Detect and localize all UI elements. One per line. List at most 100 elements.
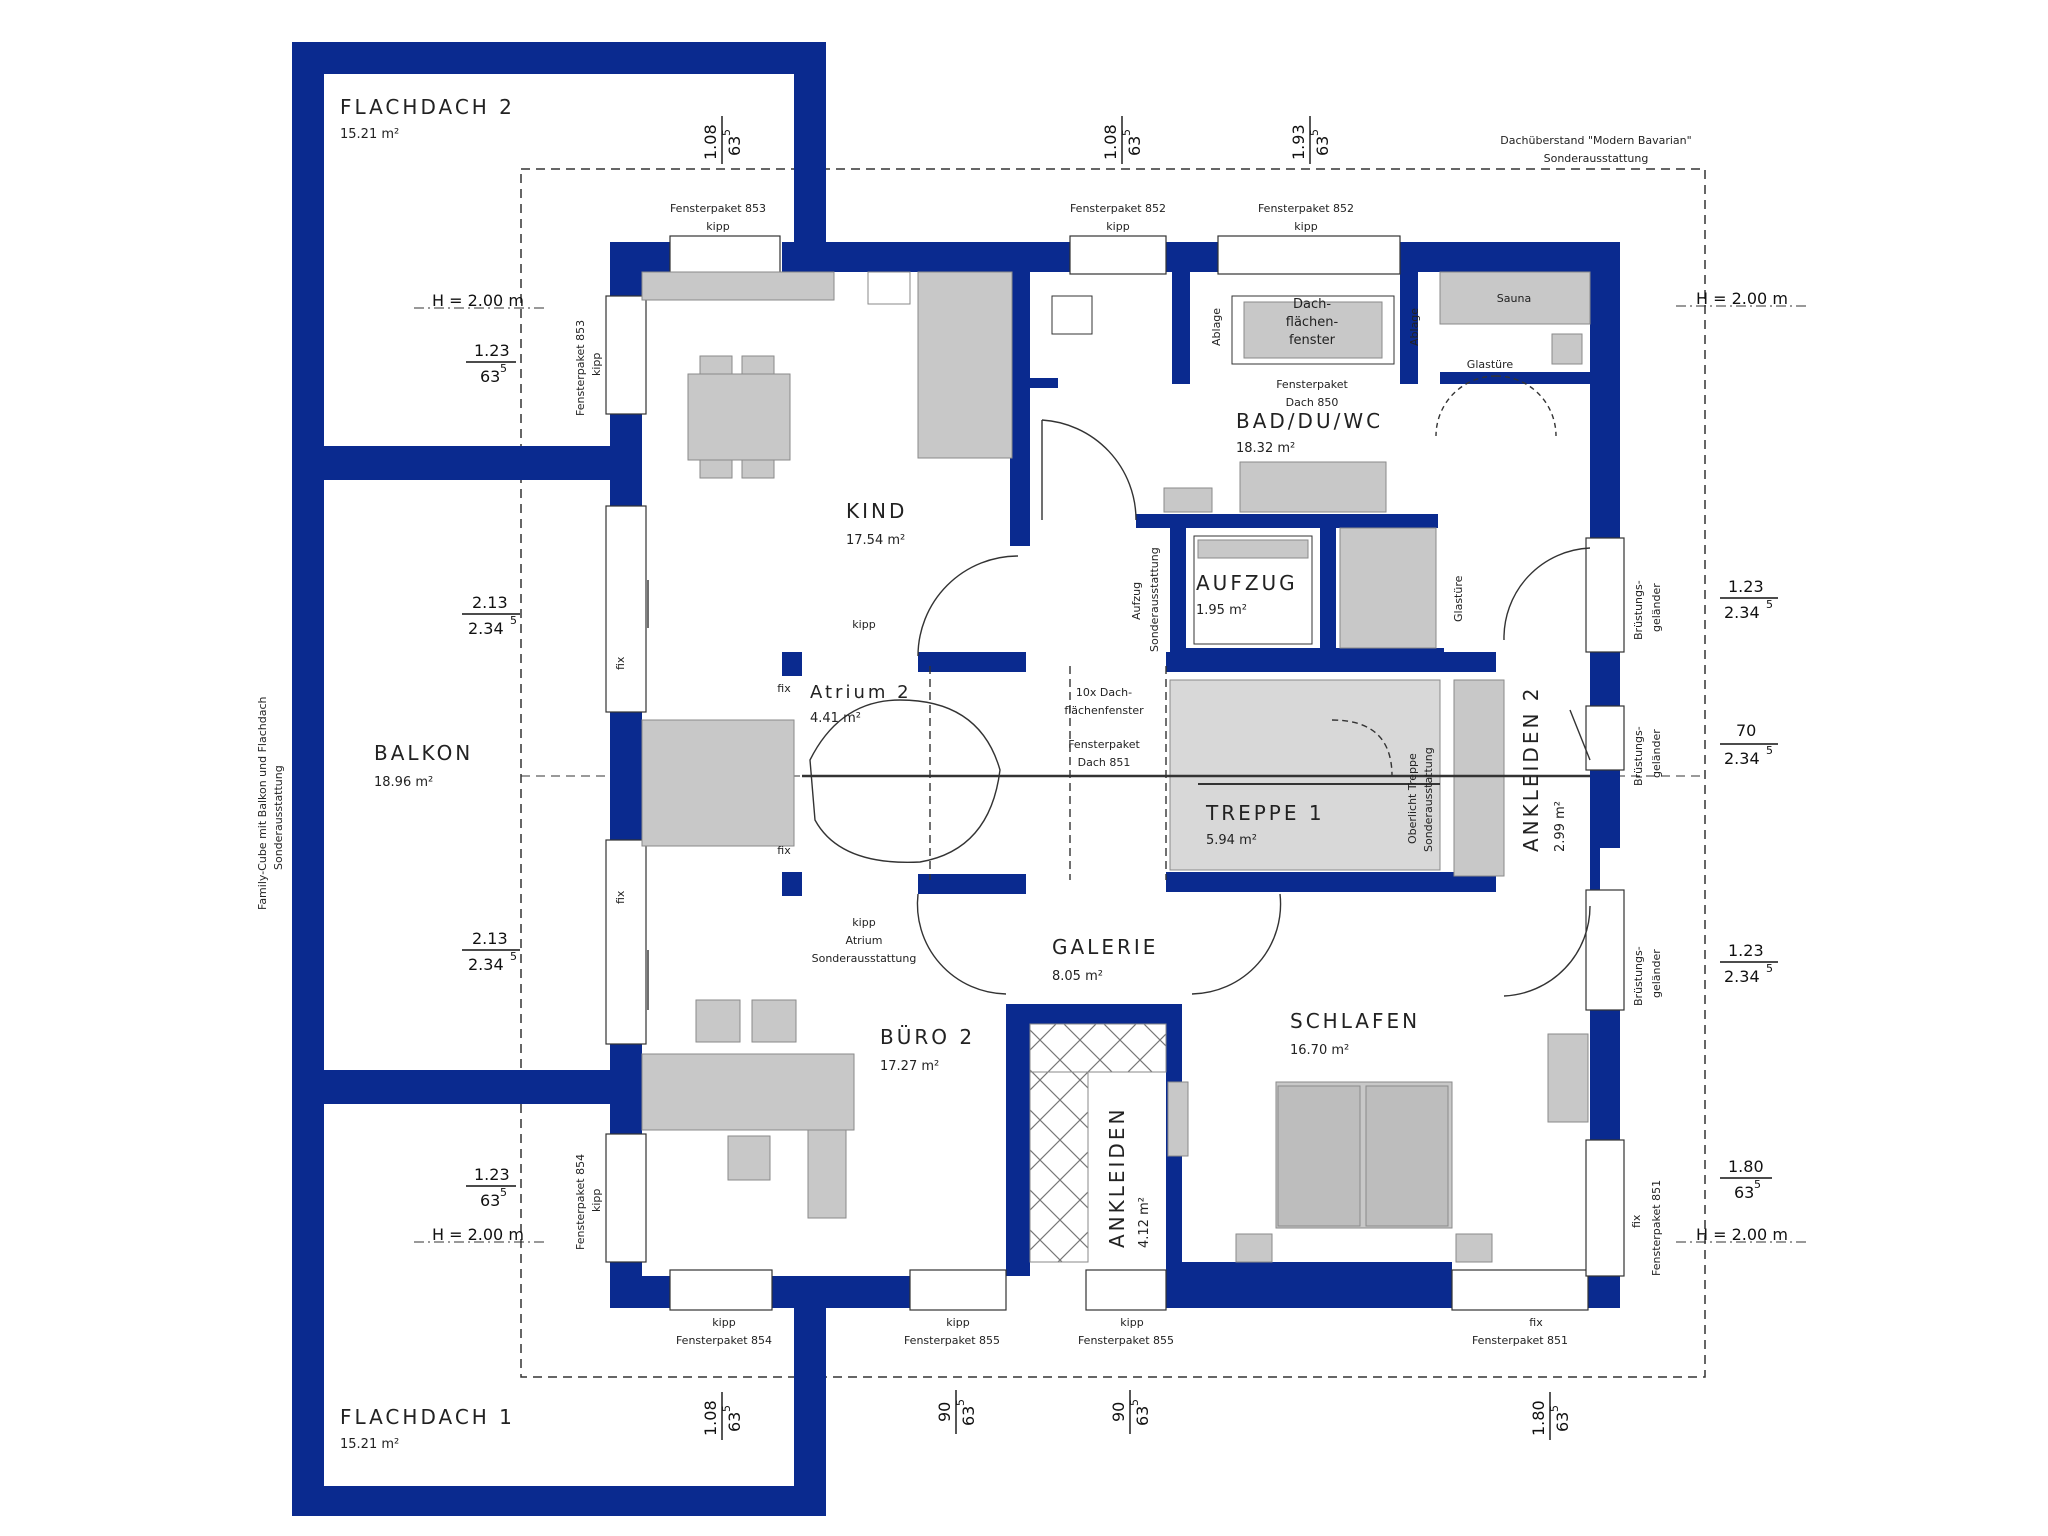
railing-label: geländer xyxy=(1650,583,1663,632)
room-labels: FLACHDACH 2 15.21 m² FLACHDACH 1 15.21 m… xyxy=(340,95,1568,1452)
main-walls xyxy=(610,242,1620,1308)
window-label: Fensterpaket 851 xyxy=(1650,1180,1663,1276)
left-wing-walls xyxy=(292,42,826,1516)
room-name: BALKON xyxy=(374,741,473,765)
window-label: fix xyxy=(777,682,791,695)
window-label: kipp xyxy=(712,1316,735,1329)
sauna-label: Sauna xyxy=(1497,292,1531,305)
room-area: 4.41 m² xyxy=(810,711,861,726)
roof-window-label: Dach- xyxy=(1293,297,1331,312)
height-label: H = 2.00 m xyxy=(432,291,524,310)
dimension-value: 1.23 xyxy=(1728,941,1764,960)
window-label: Fensterpaket 852 xyxy=(1070,202,1166,215)
room-name: ANKLEIDEN 2 xyxy=(1519,685,1543,852)
height-label: H = 2.00 m xyxy=(1696,1225,1788,1244)
dimension-value: 5 xyxy=(1120,129,1133,136)
glastuere-label: Glastüre xyxy=(1467,358,1514,371)
door-swings xyxy=(647,375,1591,1010)
room-name: KIND xyxy=(846,499,907,523)
dimension-value: 5 xyxy=(500,1186,507,1199)
roof-overhang-note: Dachüberstand "Modern Bavarian" xyxy=(1500,134,1691,147)
dimension-value: 2.34 xyxy=(1724,603,1760,622)
room-name: TREPPE 1 xyxy=(1205,801,1325,825)
dimension-value: 2.13 xyxy=(472,929,508,948)
dimension-value: 5 xyxy=(1766,962,1773,975)
window-label: fix xyxy=(614,656,627,670)
window-label: kipp xyxy=(706,220,729,233)
dimension-value: 1.08 xyxy=(701,124,720,160)
glastuere-label: Glastüre xyxy=(1452,575,1465,622)
room-name: BÜRO 2 xyxy=(880,1025,975,1049)
dimension-value: 5 xyxy=(500,362,507,375)
room-area: 2.99 m² xyxy=(1553,801,1568,852)
dimension-value: 1.80 xyxy=(1529,1400,1548,1436)
window-label: Fensterpaket 851 xyxy=(1472,1334,1568,1347)
window-label: fix xyxy=(777,844,791,857)
dimension-value: 63 xyxy=(1734,1183,1754,1202)
dimension-value: 1.23 xyxy=(474,341,510,360)
railing-label: geländer xyxy=(1650,949,1663,998)
dimension-value: 70 xyxy=(1736,721,1756,740)
window-label: kipp xyxy=(1294,220,1317,233)
window-label: Fensterpaket 855 xyxy=(1078,1334,1174,1347)
dimension-value: 90 xyxy=(935,1402,954,1422)
dimension-value: 63 xyxy=(1553,1412,1572,1432)
height-label: H = 2.00 m xyxy=(1696,289,1788,308)
dimension-value: 63 xyxy=(725,136,744,156)
dimension-value: 63 xyxy=(1125,136,1144,156)
window-label: kipp xyxy=(1120,1316,1143,1329)
window-label: kipp xyxy=(1106,220,1129,233)
railing-label: geländer xyxy=(1650,729,1663,778)
room-area: 17.27 m² xyxy=(880,1059,939,1074)
window-label: fix xyxy=(1630,1214,1643,1228)
window-label: Fensterpaket 853 xyxy=(574,320,587,416)
room-area: 4.12 m² xyxy=(1137,1197,1152,1248)
dimension-value: 5 xyxy=(1766,598,1773,611)
roof-window-label: fenster xyxy=(1289,333,1336,348)
dimension-value: 1.08 xyxy=(701,1400,720,1436)
room-name: FLACHDACH 1 xyxy=(340,1405,515,1429)
dimension-value: 2.34 xyxy=(468,955,504,974)
railing-label: Brüstungs- xyxy=(1632,946,1645,1006)
room-name: GALERIE xyxy=(1052,935,1158,959)
roof-window-package: Dach 850 xyxy=(1286,396,1339,409)
railing-label: Brüstungs- xyxy=(1632,580,1645,640)
roof-window-note: flächenfenster xyxy=(1064,704,1144,717)
dimension-value: 63 xyxy=(1133,1406,1152,1426)
room-area: 8.05 m² xyxy=(1052,969,1103,984)
room-area: 15.21 m² xyxy=(340,127,399,142)
window-label: kipp xyxy=(590,1189,603,1212)
dimension-value: 63 xyxy=(480,1191,500,1210)
elevator-note: Aufzug xyxy=(1130,582,1143,620)
atrium-note: Sonderausstattung xyxy=(812,952,917,965)
skylight-note: Oberlicht Treppe xyxy=(1406,753,1419,844)
room-name: ANKLEIDEN xyxy=(1105,1107,1129,1248)
height-label: H = 2.00 m xyxy=(432,1225,524,1244)
room-area: 18.96 m² xyxy=(374,775,433,790)
window-label: Fensterpaket 853 xyxy=(670,202,766,215)
dimension-value: 1.80 xyxy=(1728,1157,1764,1176)
room-area: 15.21 m² xyxy=(340,1437,399,1452)
window-label: fix xyxy=(614,890,627,904)
roof-window-label: flächen- xyxy=(1286,315,1339,330)
room-name: AUFZUG xyxy=(1196,571,1298,595)
dimension-value: 1.23 xyxy=(1728,577,1764,596)
railing-label: Brüstungs- xyxy=(1632,726,1645,786)
dimension-value: 5 xyxy=(510,950,517,963)
family-cube-note: Family-Cube mit Balkon und Flachdach xyxy=(256,696,269,910)
annotations: Dachüberstand "Modern Bavarian" Sonderau… xyxy=(256,134,1692,1347)
dimension-labels: H = 2.00 m H = 2.00 m H = 2.00 m H = 2.0… xyxy=(414,116,1810,1440)
atrium-note: kipp xyxy=(852,916,875,929)
window-label: fix xyxy=(1529,1316,1543,1329)
dimension-value: 2.13 xyxy=(472,593,508,612)
dimension-value: 63 xyxy=(480,367,500,386)
window-label: kipp xyxy=(590,353,603,376)
room-area: 16.70 m² xyxy=(1290,1043,1349,1058)
dimension-value: 5 xyxy=(1766,744,1773,757)
roof-window-note: Dach 851 xyxy=(1078,756,1131,769)
dimension-value: 1.08 xyxy=(1101,124,1120,160)
dimension-value: 5 xyxy=(1548,1405,1561,1412)
dimension-value: 2.34 xyxy=(468,619,504,638)
dimension-value: 1.93 xyxy=(1289,124,1308,160)
